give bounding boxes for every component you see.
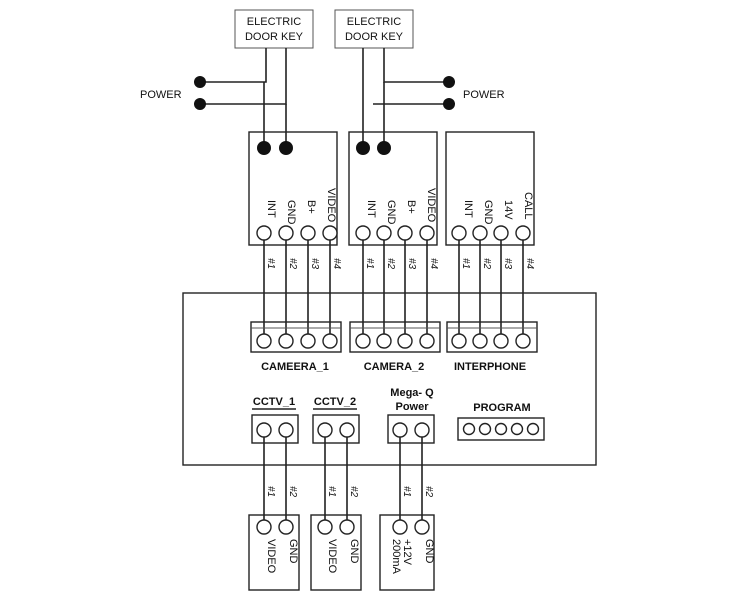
- cctv2-wire-2: #2: [348, 486, 359, 498]
- cctv-2-label: CCTV_2: [314, 396, 356, 408]
- camera-1-pin-int: INT: [265, 200, 277, 218]
- camera-2-pin-int: INT: [365, 200, 377, 218]
- camera-1-pin-video: VIDEO: [325, 188, 337, 223]
- interphone-pin-int: INT: [462, 200, 474, 218]
- upper-wire-numbers: #1 #2 #3 #4 #1 #2 #3 #4 #1 #2 #3 #4: [265, 258, 535, 270]
- cctv2-wire-1: #1: [326, 486, 337, 497]
- camera-2-pin-gnd: GND: [385, 200, 397, 225]
- door-key-2: ELECTRIC DOOR KEY: [334, 9, 414, 49]
- interphone-pin-call: CALL: [522, 192, 534, 220]
- door-key-1-line2: DOOR KEY: [245, 31, 304, 43]
- main-panel: [182, 292, 597, 466]
- mega-q-label-line2: Power: [395, 401, 429, 413]
- cctv-2-out-gnd: GND: [348, 539, 360, 564]
- door-key-1-wiring: [194, 48, 293, 155]
- cctv-2-out-video: VIDEO: [326, 539, 338, 574]
- cam2-wire-2: #2: [385, 258, 396, 270]
- power-label-right: POWER: [463, 89, 505, 101]
- cam1-wire-1: #1: [265, 258, 276, 269]
- interphone-pin-gnd: GND: [482, 200, 494, 225]
- power-out-12v: +12V: [401, 539, 413, 566]
- cctv-1-out-gnd: GND: [287, 539, 299, 564]
- program-label: PROGRAM: [473, 402, 530, 414]
- connector-camera-2: CAMERA_2: [349, 321, 441, 373]
- door-key-2-line2: DOOR KEY: [345, 31, 404, 43]
- cctv-1-output: VIDEO GND: [248, 514, 300, 591]
- door-key-2-wiring: [356, 48, 455, 155]
- connector-cctv-1: CCTV_1: [251, 396, 299, 444]
- int-wire-2: #2: [481, 258, 492, 270]
- connector-camera-1-label: CAMEERA_1: [261, 361, 329, 373]
- connector-interphone-label: INTERPHONE: [454, 361, 526, 373]
- int-wire-1: #1: [460, 258, 471, 269]
- camera-1-pin-gnd: GND: [285, 200, 297, 225]
- int-wire-4: #4: [524, 258, 535, 270]
- cam2-wire-1: #1: [364, 258, 375, 269]
- connector-mega-q-power: Mega- Q Power: [387, 387, 435, 444]
- cctv-1-label: CCTV_1: [253, 396, 295, 408]
- connector-camera-1: CAMEERA_1: [250, 321, 342, 373]
- power-wire-2: #2: [423, 486, 434, 498]
- power-output: +12V 200mA GND: [379, 514, 435, 591]
- upper-wires: [263, 240, 524, 340]
- lower-wire-numbers: #1 #2 #1 #2 #1 #2: [265, 486, 434, 498]
- lower-wires: [263, 437, 423, 522]
- connector-interphone: INTERPHONE: [446, 321, 538, 373]
- connector-cctv-2: CCTV_2: [312, 396, 360, 444]
- mega-q-label-line1: Mega- Q: [390, 387, 434, 399]
- camera-2-unit: INT GND B+ VIDEO: [348, 131, 438, 246]
- connector-camera-2-label: CAMERA_2: [364, 361, 425, 373]
- cctv-1-out-video: VIDEO: [265, 539, 277, 574]
- door-key-2-line1: ELECTRIC: [347, 16, 401, 28]
- camera-1-pin-bplus: B+: [305, 200, 317, 214]
- upper-unit-terminals: [256, 225, 531, 241]
- cctv-2-output: VIDEO GND: [310, 514, 362, 591]
- power-wire-1: #1: [401, 486, 412, 497]
- camera-1-unit: INT GND B+ VIDEO: [248, 131, 338, 246]
- camera-2-pin-bplus: B+: [405, 200, 417, 214]
- door-key-1-line1: ELECTRIC: [247, 16, 301, 28]
- int-wire-3: #3: [502, 258, 513, 270]
- connector-program: PROGRAM: [457, 402, 545, 441]
- camera-2-pin-video: VIDEO: [425, 188, 437, 223]
- power-out-gnd: GND: [423, 539, 435, 564]
- interphone-pin-14v: 14V: [502, 200, 514, 220]
- interphone-unit: INT GND 14V CALL: [445, 131, 535, 246]
- door-key-1: ELECTRIC DOOR KEY: [234, 9, 314, 49]
- cctv1-wire-2: #2: [287, 486, 298, 498]
- power-label-left: POWER: [140, 89, 182, 101]
- cam1-wire-4: #4: [331, 258, 342, 270]
- cam2-wire-4: #4: [428, 258, 439, 270]
- power-out-200ma: 200mA: [390, 539, 402, 575]
- cam1-wire-3: #3: [309, 258, 320, 270]
- cam1-wire-2: #2: [287, 258, 298, 270]
- cctv1-wire-1: #1: [265, 486, 276, 497]
- cam2-wire-3: #3: [406, 258, 417, 270]
